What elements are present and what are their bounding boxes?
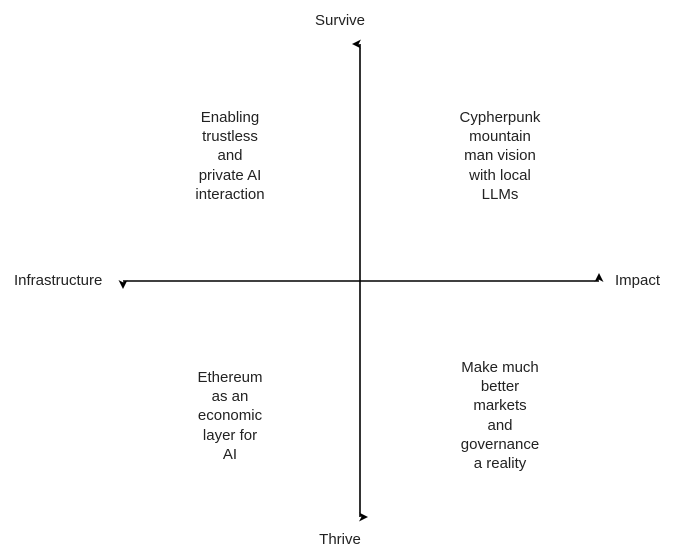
quadrant-label-line: mountain — [469, 128, 531, 146]
axis-label-infrastructure: Infrastructure — [14, 272, 103, 289]
quadrant-label-line: economic — [197, 407, 263, 425]
quadrant-label-line: Cypherpunk — [459, 109, 541, 126]
axis-label-impact: Impact — [615, 272, 661, 289]
quadrant-label-line: Ethereum — [197, 369, 263, 386]
quadrant-label-line: Enabling — [200, 109, 260, 126]
quadrant-label-line: markets — [473, 397, 527, 415]
quadrant-label-line: AI — [222, 445, 238, 463]
quadrant-label-line: LLMs — [481, 185, 519, 203]
axis-label-thrive: Thrive — [319, 531, 361, 548]
quadrant-label-line: governance — [460, 435, 540, 453]
quadrant-label-line: and — [487, 416, 513, 434]
quadrant-label-line: a reality — [473, 455, 527, 473]
quadrant-label-line: as an — [211, 388, 249, 406]
quadrant-label-line: with local — [469, 166, 531, 184]
quadrant-label-line: layer for — [202, 426, 258, 444]
quadrant-label-line: better — [480, 378, 520, 396]
quadrant-label-line: Make much — [461, 359, 539, 376]
quadrant-label-line: interaction — [195, 185, 265, 203]
quadrant-label-line: man vision — [464, 147, 536, 165]
quadrant-label-line: private AI — [198, 166, 262, 184]
axis-label-survive: Survive — [314, 12, 366, 29]
quadrant-label-line: trustless — [202, 128, 258, 146]
quadrant-label-line: and — [217, 147, 243, 165]
